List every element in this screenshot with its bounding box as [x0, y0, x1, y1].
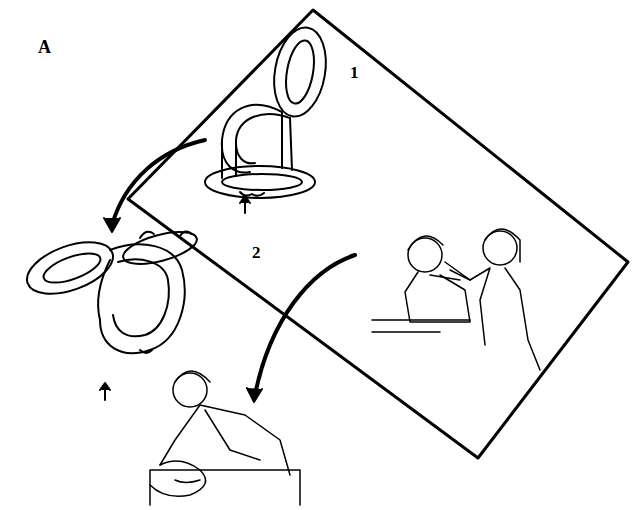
canal-drawing	[20, 226, 200, 354]
arrowhead	[104, 218, 120, 232]
curved-arrow	[255, 255, 355, 395]
callout-number: 1	[350, 64, 359, 81]
canal-drawing	[205, 23, 332, 198]
arrowhead	[100, 383, 110, 390]
arrowhead	[240, 196, 250, 203]
figure-lying	[150, 371, 300, 505]
frame	[128, 10, 628, 458]
curved-arrow	[112, 140, 205, 225]
arrowhead	[247, 388, 262, 402]
callout-number: 2	[252, 244, 261, 261]
panel-letter: A	[38, 38, 51, 56]
figure-seated	[372, 229, 540, 370]
